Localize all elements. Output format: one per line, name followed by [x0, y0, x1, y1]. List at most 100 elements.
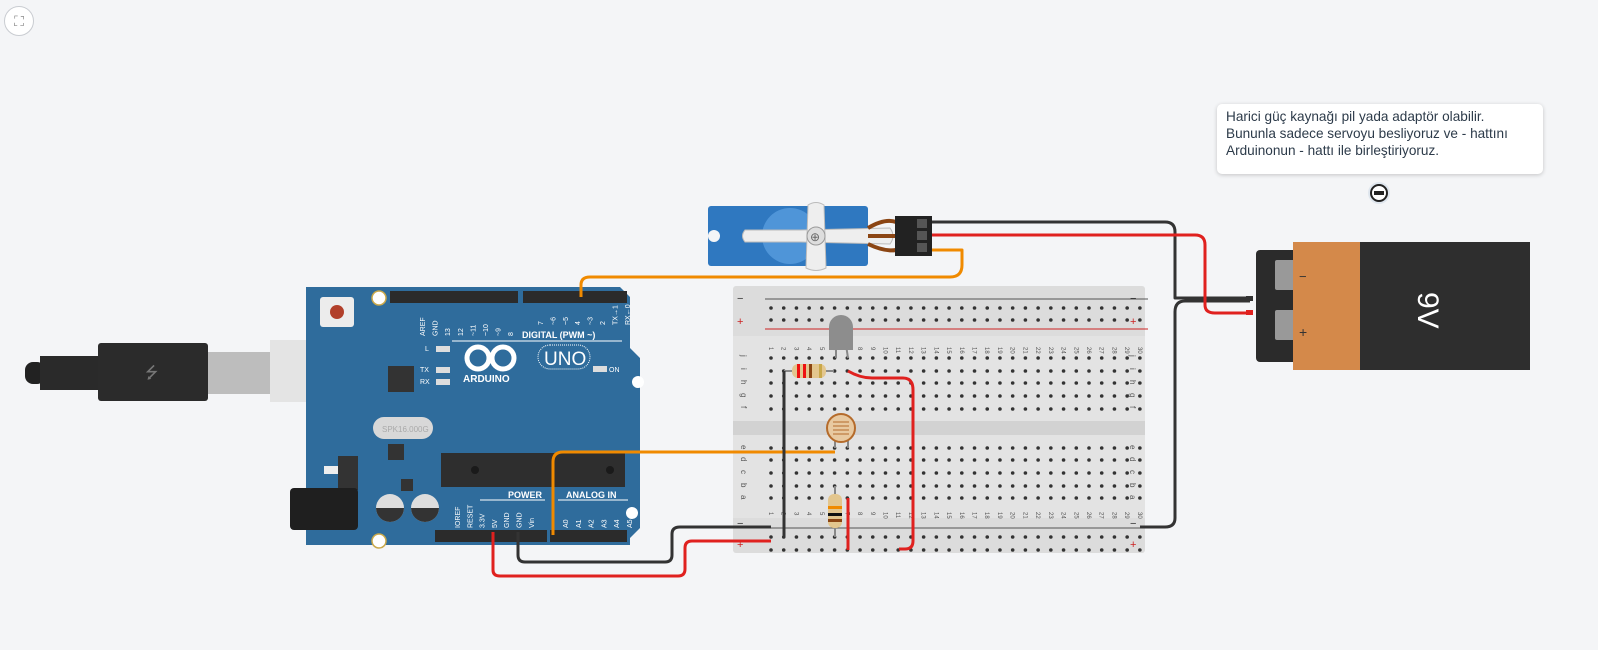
breadboard-hole[interactable] [794, 446, 799, 450]
breadboard-hole[interactable] [1099, 306, 1104, 310]
breadboard-hole[interactable] [909, 306, 913, 310]
breadboard-hole[interactable] [1099, 484, 1104, 488]
breadboard-hole[interactable] [883, 381, 888, 385]
breadboard-hole[interactable] [820, 381, 824, 385]
breadboard-hole[interactable] [1112, 446, 1117, 450]
breadboard-hole[interactable] [1087, 381, 1091, 385]
breadboard-hole[interactable] [1023, 446, 1028, 450]
breadboard-hole[interactable] [934, 458, 939, 462]
breadboard-hole[interactable] [934, 394, 939, 398]
breadboard-hole[interactable] [1010, 318, 1015, 322]
breadboard-hole[interactable] [1010, 446, 1015, 450]
breadboard-hole[interactable] [1138, 306, 1142, 310]
breadboard-hole[interactable] [972, 306, 977, 310]
breadboard-hole[interactable] [972, 471, 977, 475]
breadboard-hole[interactable] [1010, 535, 1015, 539]
breadboard-hole[interactable] [1049, 548, 1053, 552]
breadboard-hole[interactable] [1138, 446, 1142, 450]
breadboard-hole[interactable] [947, 356, 951, 360]
breadboard-hole[interactable] [883, 458, 888, 462]
breadboard-hole[interactable] [1087, 471, 1091, 475]
breadboard-hole[interactable] [1074, 369, 1079, 373]
breadboard-hole[interactable] [985, 496, 990, 500]
breadboard-hole[interactable] [896, 484, 900, 488]
breadboard-hole[interactable] [858, 356, 862, 360]
breadboard-hole[interactable] [845, 394, 850, 398]
breadboard-hole[interactable] [807, 446, 811, 450]
breadboard-hole[interactable] [769, 458, 773, 462]
breadboard-hole[interactable] [781, 318, 786, 322]
breadboard-hole[interactable] [972, 381, 977, 385]
breadboard-hole[interactable] [781, 356, 786, 360]
breadboard-hole[interactable] [781, 548, 786, 552]
breadboard-hole[interactable] [1036, 446, 1040, 450]
breadboard-hole[interactable] [998, 381, 1002, 385]
breadboard-hole[interactable] [960, 484, 964, 488]
breadboard-hole[interactable] [1061, 548, 1066, 552]
breadboard-hole[interactable] [883, 535, 888, 539]
note-pin-button[interactable] [1368, 182, 1390, 204]
breadboard-hole[interactable] [934, 381, 939, 385]
breadboard-hole[interactable] [972, 356, 977, 360]
breadboard-hole[interactable] [921, 369, 926, 373]
breadboard-hole[interactable] [1087, 394, 1091, 398]
breadboard-hole[interactable] [1036, 369, 1040, 373]
breadboard-hole[interactable] [1023, 306, 1028, 310]
breadboard-hole[interactable] [794, 356, 799, 360]
breadboard-hole[interactable] [909, 356, 913, 360]
breadboard-hole[interactable] [1112, 394, 1117, 398]
breadboard-hole[interactable] [1112, 458, 1117, 462]
breadboard-hole[interactable] [934, 535, 939, 539]
breadboard-hole[interactable] [1010, 407, 1015, 411]
breadboard-hole[interactable] [794, 407, 799, 411]
breadboard-hole[interactable] [960, 535, 964, 539]
breadboard-hole[interactable] [947, 484, 951, 488]
breadboard-hole[interactable] [1049, 369, 1053, 373]
breadboard-hole[interactable] [985, 458, 990, 462]
breadboard-hole[interactable] [883, 484, 888, 488]
breadboard-hole[interactable] [1061, 446, 1066, 450]
fit-to-view-button[interactable]: ⛶ [4, 6, 34, 36]
breadboard-hole[interactable] [807, 535, 811, 539]
breadboard-hole[interactable] [896, 535, 900, 539]
breadboard-hole[interactable] [896, 394, 900, 398]
breadboard-hole[interactable] [947, 458, 951, 462]
breadboard-hole[interactable] [1138, 548, 1142, 552]
breadboard-hole[interactable] [858, 394, 862, 398]
breadboard-hole[interactable] [1087, 306, 1091, 310]
breadboard-hole[interactable] [896, 471, 900, 475]
breadboard-hole[interactable] [883, 471, 888, 475]
breadboard-hole[interactable] [820, 356, 824, 360]
breadboard-hole[interactable] [960, 458, 964, 462]
breadboard-hole[interactable] [1061, 356, 1066, 360]
breadboard-hole[interactable] [832, 458, 837, 462]
breadboard-hole[interactable] [807, 394, 811, 398]
breadboard-hole[interactable] [870, 356, 875, 360]
breadboard-hole[interactable] [1138, 407, 1142, 411]
breadboard-hole[interactable] [1023, 458, 1028, 462]
breadboard-hole[interactable] [1074, 496, 1079, 500]
breadboard-hole[interactable] [1074, 446, 1079, 450]
breadboard-hole[interactable] [947, 548, 951, 552]
breadboard-hole[interactable] [972, 496, 977, 500]
breadboard-hole[interactable] [1036, 471, 1040, 475]
breadboard-hole[interactable] [998, 496, 1002, 500]
breadboard-hole[interactable] [896, 496, 900, 500]
breadboard-hole[interactable] [960, 381, 964, 385]
breadboard-hole[interactable] [998, 471, 1002, 475]
breadboard-hole[interactable] [883, 318, 888, 322]
breadboard-hole[interactable] [947, 535, 951, 539]
breadboard-hole[interactable] [1074, 458, 1079, 462]
breadboard-hole[interactable] [1049, 318, 1053, 322]
wire-arduino-5v[interactable] [491, 532, 771, 578]
breadboard-hole[interactable] [1061, 381, 1066, 385]
breadboard-hole[interactable] [998, 356, 1002, 360]
breadboard-hole[interactable] [781, 306, 786, 310]
breadboard-hole[interactable] [1087, 356, 1091, 360]
breadboard-hole[interactable] [1112, 407, 1117, 411]
breadboard-hole[interactable] [1074, 394, 1079, 398]
breadboard-hole[interactable] [1049, 458, 1053, 462]
breadboard-hole[interactable] [870, 369, 875, 373]
breadboard-hole[interactable] [1074, 407, 1079, 411]
breadboard-hole[interactable] [985, 484, 990, 488]
